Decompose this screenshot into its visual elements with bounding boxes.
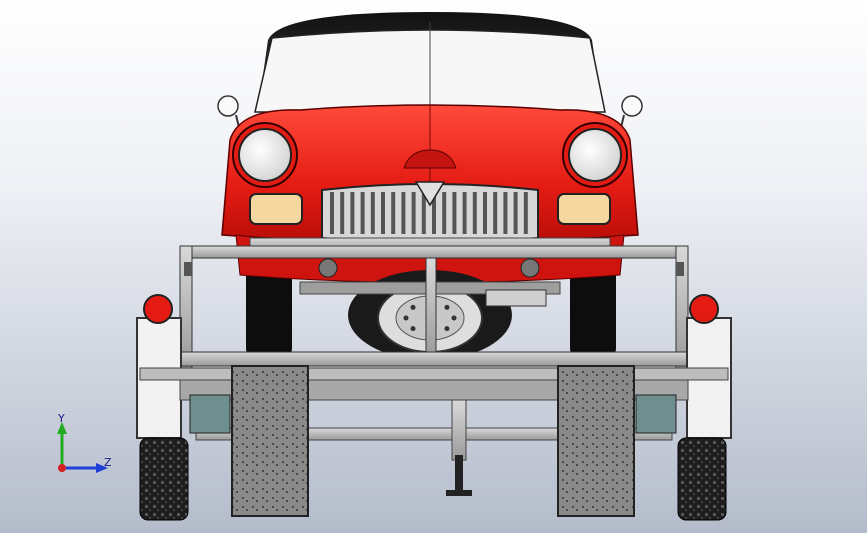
z-axis-label: Z bbox=[104, 456, 112, 469]
coordinate-triad-icon: Y Z bbox=[48, 410, 118, 480]
y-axis-label: Y bbox=[58, 412, 65, 425]
fog-lights bbox=[249, 193, 611, 225]
origin-dot bbox=[58, 464, 66, 472]
trailer-frame bbox=[179, 245, 689, 369]
loading-ramps bbox=[231, 365, 635, 517]
headlights bbox=[232, 122, 628, 188]
car-cabin bbox=[254, 12, 606, 113]
jack-stand bbox=[446, 399, 472, 496]
front-grille bbox=[321, 181, 539, 243]
trailer-wheels bbox=[139, 437, 727, 521]
axle-assembly bbox=[139, 367, 729, 441]
car-front-tires bbox=[246, 255, 616, 355]
